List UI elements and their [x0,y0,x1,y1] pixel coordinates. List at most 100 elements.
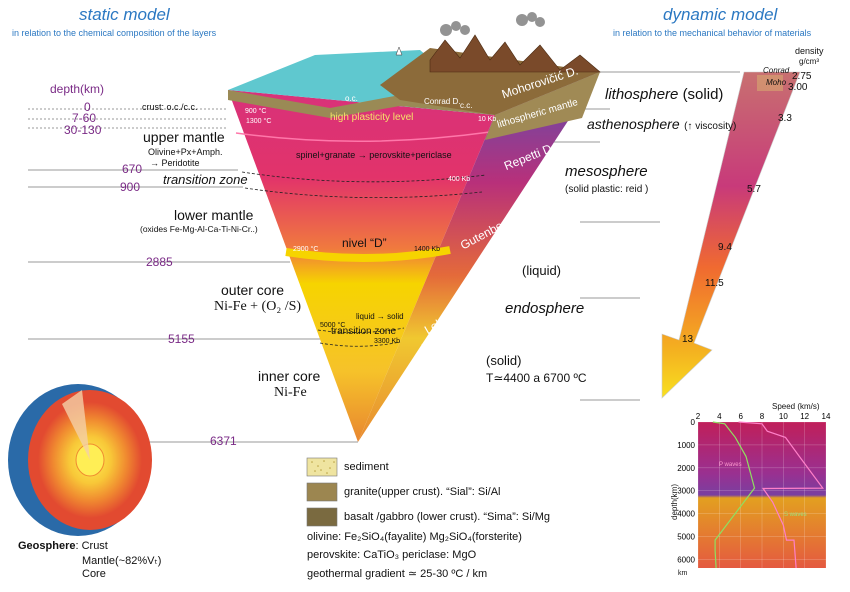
conrad-discontinuity-label: Conrad D. [424,97,461,106]
speed-chart-s-wave-label: S waves [784,512,807,518]
density-top-box [757,75,783,91]
lithosphere-name: lithosphere [605,86,679,103]
core-temperature: T≃4400 a 6700 ºC [486,371,587,385]
inner-core-composition: Ni-Fe [274,385,307,400]
speed-chart-x-ticks: 2 4 6 8 10 12 14 [696,412,831,421]
oceanic-crust-label: o.c. [345,94,358,103]
oceanic-crust [228,90,495,118]
spinel-transition-label: spinel+granate → perovskite+periclase [296,150,452,160]
inner-core-label: inner core [258,368,321,384]
x-tick-label: 10 [779,412,788,421]
density-value-3: 3.3 [778,113,792,124]
speed-chart-series [712,421,824,569]
series-line-p-waves [738,421,824,569]
depth-axis-title: depth(km) [50,82,105,96]
endosphere-label: endosphere [505,300,585,317]
lower-mantle-label: lower mantle [174,207,254,223]
speed-chart-p-wave-label: P waves [719,462,742,468]
wedge-front-face [228,90,495,442]
x-tick-label: 4 [717,412,722,421]
y-tick-label: 0 [691,418,696,427]
x-tick-label: 6 [738,412,743,421]
y-tick-label: 1000 [677,441,695,450]
density-value-5: 9.4 [718,242,732,253]
geosphere-caption: Geosphere: Crust [18,540,108,552]
asthenosphere-name: asthenosphere [587,116,680,132]
mountain-range [429,34,601,73]
x-tick-label: 12 [800,412,809,421]
depth-tick-4: 900 [120,180,141,194]
wedge-side-face [358,72,600,442]
core-transition-zone-label: transition zone [331,326,397,337]
liquid-solid-label: liquid → solid [356,312,404,321]
temp-900-label: 900 °C [245,108,267,115]
legend-sediment-label: sediment [344,461,389,473]
asthenosphere-note: (↑ viscosity) [684,121,737,132]
y-tick-label: 4000 [677,510,695,519]
outer-core-state: (liquid) [522,263,562,278]
legend-perovskite: perovskite: CaTiO₃ periclase: MgO [307,549,477,561]
continental-crust-label: c.c. [460,101,473,110]
inner-core-state: (solid) [486,353,522,368]
upper-mantle-label: upper mantle [143,129,225,145]
static-model-subtitle: in relation to the chemical composition … [12,28,217,38]
pressure-3300kb-label: 3300 Kb [374,338,401,345]
speed-chart-grid [697,421,827,568]
density-value-4: 5.7 [747,184,761,195]
geosphere-title: Geosphere [18,540,76,552]
crust-label: crust: o.c./c.c. [142,102,198,112]
depth-tick-7: 6371 [210,434,237,448]
mesosphere-note: (solid plastic: reid ) [565,184,649,195]
density-title: density [795,46,824,56]
depth-tick-2: 30-130 [64,123,102,137]
lithosphere-state: (solid) [682,86,724,103]
x-tick-label: 14 [822,412,831,421]
upper-mantle-arrow: → Peridotite [150,158,200,168]
geosphere-crust: : Crust [75,540,108,552]
speed-chart-title: Speed (km/s) [772,402,820,411]
legend-basalt-label: basalt /gabbro (lower crust). “Sima”: Si… [344,511,551,523]
volcano-smoke [440,12,545,36]
geosphere-mantle: Mantle(~82%Vₜ) [82,555,162,567]
lithospheric-mantle-side [485,72,600,140]
x-tick-label: 2 [696,412,701,421]
layer-boundaries [235,131,491,347]
density-moho-label: Moho [766,78,787,87]
density-value-7: 13 [682,334,694,345]
static-model-title: static model [79,5,170,24]
legend-geothermal-gradient: geothermal gradient ≃ 25-30 ºC / km [307,568,488,580]
pressure-1400kb-label: 1400 Kb [414,246,441,253]
pressure-10kb-label: 10 Kb [478,116,497,123]
sailboat-icon [395,46,403,56]
legend-swatches [306,457,338,527]
lower-mantle-composition: (oxides Fe-Mg-Al-Ca-Ti-Ni-Cr..) [140,224,258,234]
basalt-swatch [306,507,338,527]
density-value-6: 11.5 [705,278,724,289]
geosphere-core: Core [82,568,106,580]
depth-tick-5: 2885 [146,255,173,269]
asthenosphere-label: asthenosphere (↑ viscosity) [587,116,736,134]
depth-tick-6: 5155 [168,332,195,346]
depth-tick-1: 7-60 [72,111,97,125]
lithosphere-label: lithosphere (solid) [605,86,723,103]
transition-zone-label: transition zone [163,172,248,187]
y-tick-label: 6000 [677,555,695,564]
dynamic-model-subtitle: in relation to the mechanical behavior o… [613,28,812,38]
geosphere-globe [8,384,152,536]
series-line-s-waves [712,421,756,569]
sediment-swatch [306,457,338,477]
nivel-d-label: nivel “D” [342,236,387,250]
density-arrow [661,71,801,399]
granite-swatch [306,482,338,502]
legend-granite-label: granite(upper crust). “Sial”: Si/Al [344,486,501,498]
mesosphere-label: mesosphere [565,163,648,180]
y-tick-label: 5000 [677,533,695,542]
y-tick-label: 2000 [677,464,695,473]
dynamic-model-title: dynamic model [663,5,778,24]
speed-chart-ylabel: depth(km) [670,483,679,520]
upper-mantle-composition: Olivine+Px+Amph. [148,147,223,157]
depth-tick-3: 670 [122,162,143,176]
x-tick-label: 8 [760,412,765,421]
